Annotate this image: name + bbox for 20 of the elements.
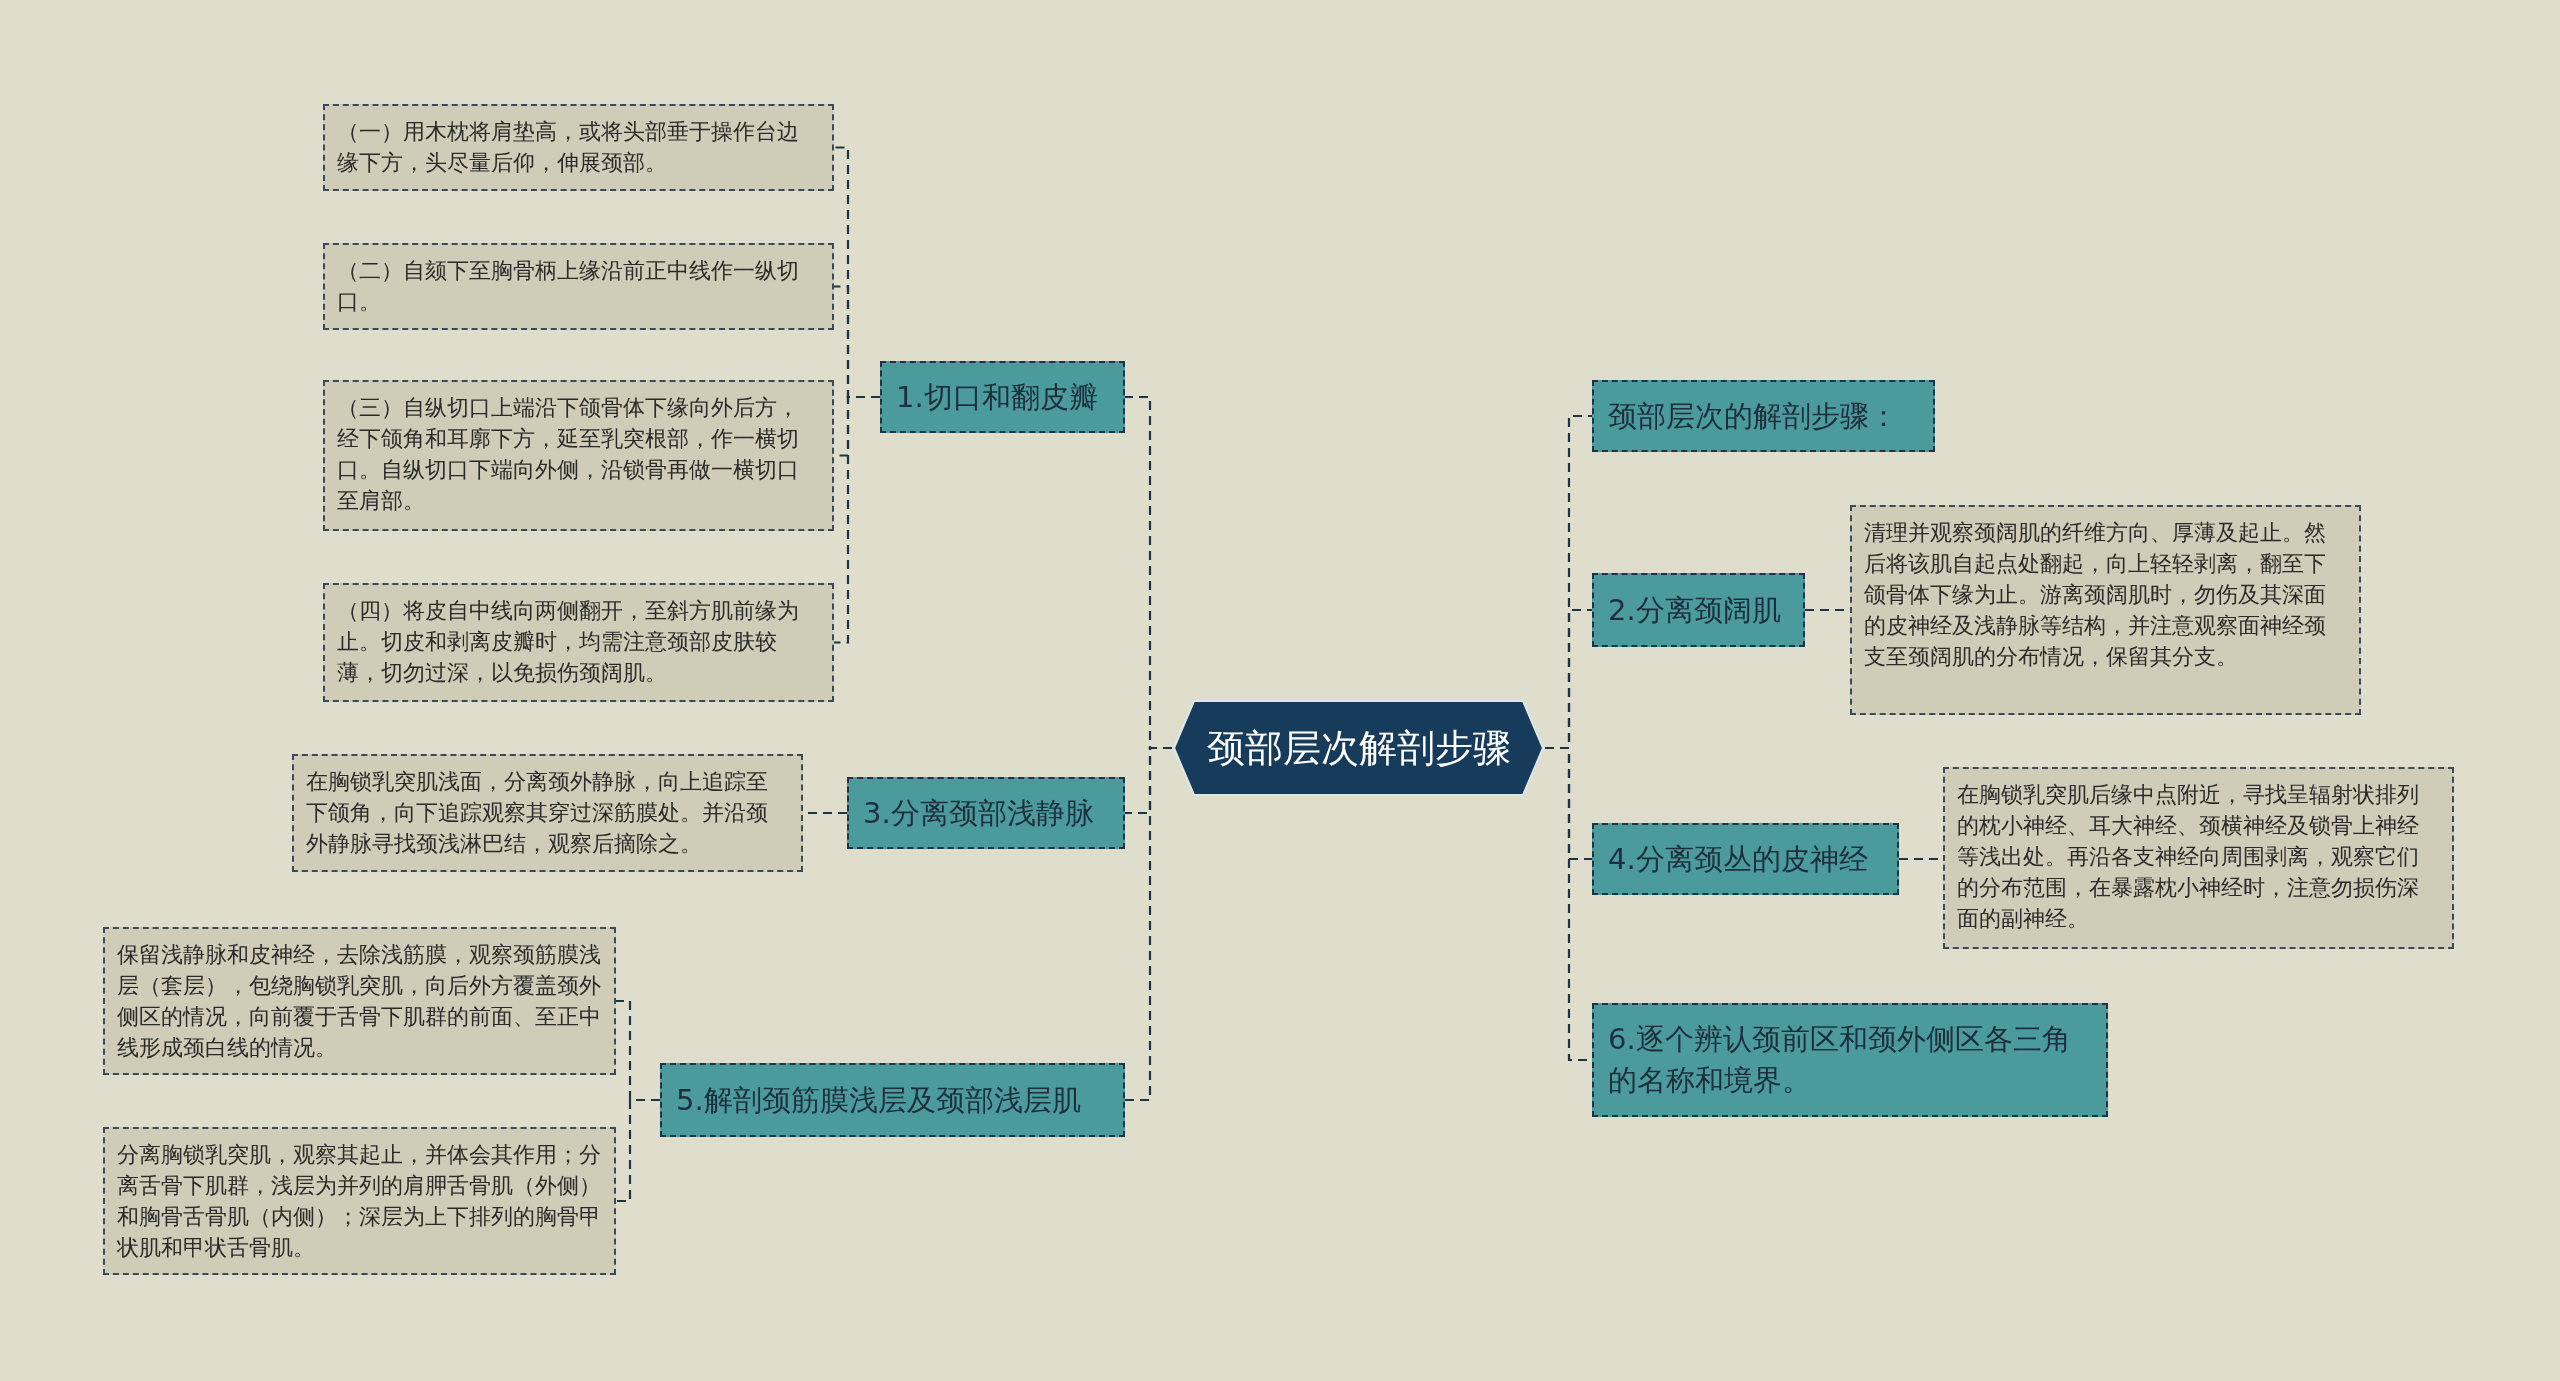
- detail-note: 清理并观察颈阔肌的纤维方向、厚薄及起止。然后将该肌自起点处翻起，向上轻轻剥离，翻至下颌骨体下缘为止。游离颈阔肌时，勿伤及其深面的皮神经及浅静脉等结构，并注意观察面神经颈支至颈阔肌的分布情况，保留其分支。: [1850, 505, 2361, 715]
- detail-note: （四）将皮自中线向两侧翻开，至斜方肌前缘为止。切皮和剥离皮瓣时，均需注意颈部皮肤较薄，切勿过深，以免损伤颈阔肌。: [323, 583, 834, 702]
- detail-note: 在胸锁乳突肌后缘中点附近，寻找呈辐射状排列的枕小神经、耳大神经、颈横神经及锁骨上神经等浅出处。再沿各支神经向周围剥离，观察它们的分布范围，在暴露枕小神经时，注意勿损伤深面的副神经。: [1943, 767, 2454, 949]
- branch-topic: 4.分离颈丛的皮神经: [1592, 823, 1899, 895]
- central-topic-label: 颈部层次解剖步骤: [1206, 724, 1511, 772]
- connector: [1125, 746, 1172, 1102]
- detail-note: 保留浅静脉和皮神经，去除浅筋膜，观察颈筋膜浅层（套层），包绕胸锁乳突肌，向后外方覆盖颈外侧区的情况，向前覆于舌骨下肌群的前面、至正中线形成颈白线的情况。: [103, 927, 616, 1075]
- branch-topic: 颈部层次的解剖步骤：: [1592, 380, 1935, 452]
- detail-note: 在胸锁乳突肌浅面，分离颈外静脉，向上追踪至下颌角，向下追踪观察其穿过深筋膜处。并沿颈外静脉寻找颈浅淋巴结，观察后摘除之。: [292, 754, 803, 872]
- branch-topic: 3.分离颈部浅静脉: [847, 777, 1125, 849]
- detail-note: （三）自纵切口上端沿下颌骨体下缘向外后方，经下颌角和耳廓下方，延至乳突根部，作一横切口。自纵切口下端向外侧，沿锁骨再做一横切口至肩部。: [323, 380, 834, 531]
- detail-note: （二）自颏下至胸骨柄上缘沿前正中线作一纵切口。: [323, 243, 834, 330]
- branch-topic: 5.解剖颈筋膜浅层及颈部浅层肌: [660, 1063, 1125, 1137]
- branch-topic: 6.逐个辨认颈前区和颈外侧区各三角的名称和境界。: [1592, 1003, 2108, 1117]
- detail-note: 分离胸锁乳突肌，观察其起止，并体会其作用；分离舌骨下肌群，浅层为并列的肩胛舌骨肌（外侧）和胸骨舌骨肌（内侧）；深层为上下排列的胸骨甲状肌和甲状舌骨肌。: [103, 1127, 616, 1275]
- connector: [616, 1098, 660, 1203]
- branch-topic: 1.切口和翻皮瓣: [880, 361, 1125, 433]
- branch-topic: 2.分离颈阔肌: [1592, 573, 1805, 647]
- detail-note: （一）用木枕将肩垫高，或将头部垂于操作台边缘下方，头尽量后仰，伸展颈部。: [323, 104, 834, 191]
- connector: [834, 395, 880, 644]
